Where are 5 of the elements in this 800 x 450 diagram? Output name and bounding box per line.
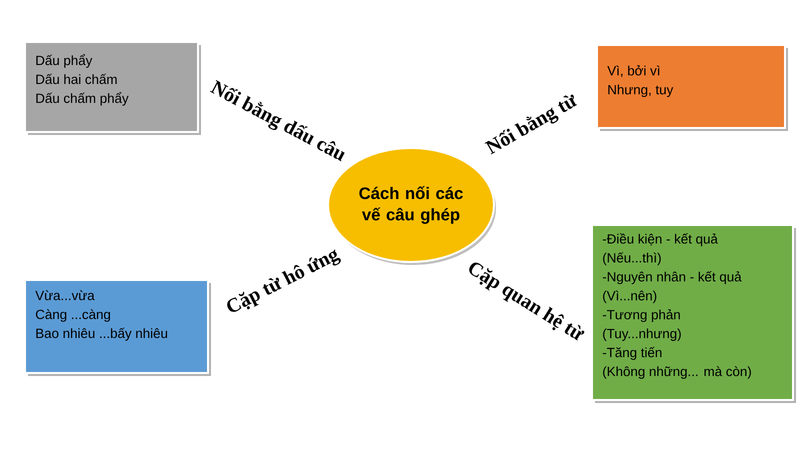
- branch-label: Cặp quan hệ từ: [469, 262, 584, 341]
- text-box: Dấu phẩy Dấu hai chấm Dấu chấm phẩy: [24, 41, 201, 135]
- text-box: Vừa...vừa Càng ...càng Bao nhiêu ...bấy nhiêu: [24, 279, 211, 376]
- text-box: Vì, bởi vì Nhưng, tuy: [596, 44, 788, 131]
- text-box: -Điều kiện - kết quả (Nếu...thì) -Nguyên nhân - kết quả (Vì...nên) -Tương phản (Tuy...nhưng) -Tăng tiến (Không những... mà còn): [591, 224, 796, 403]
